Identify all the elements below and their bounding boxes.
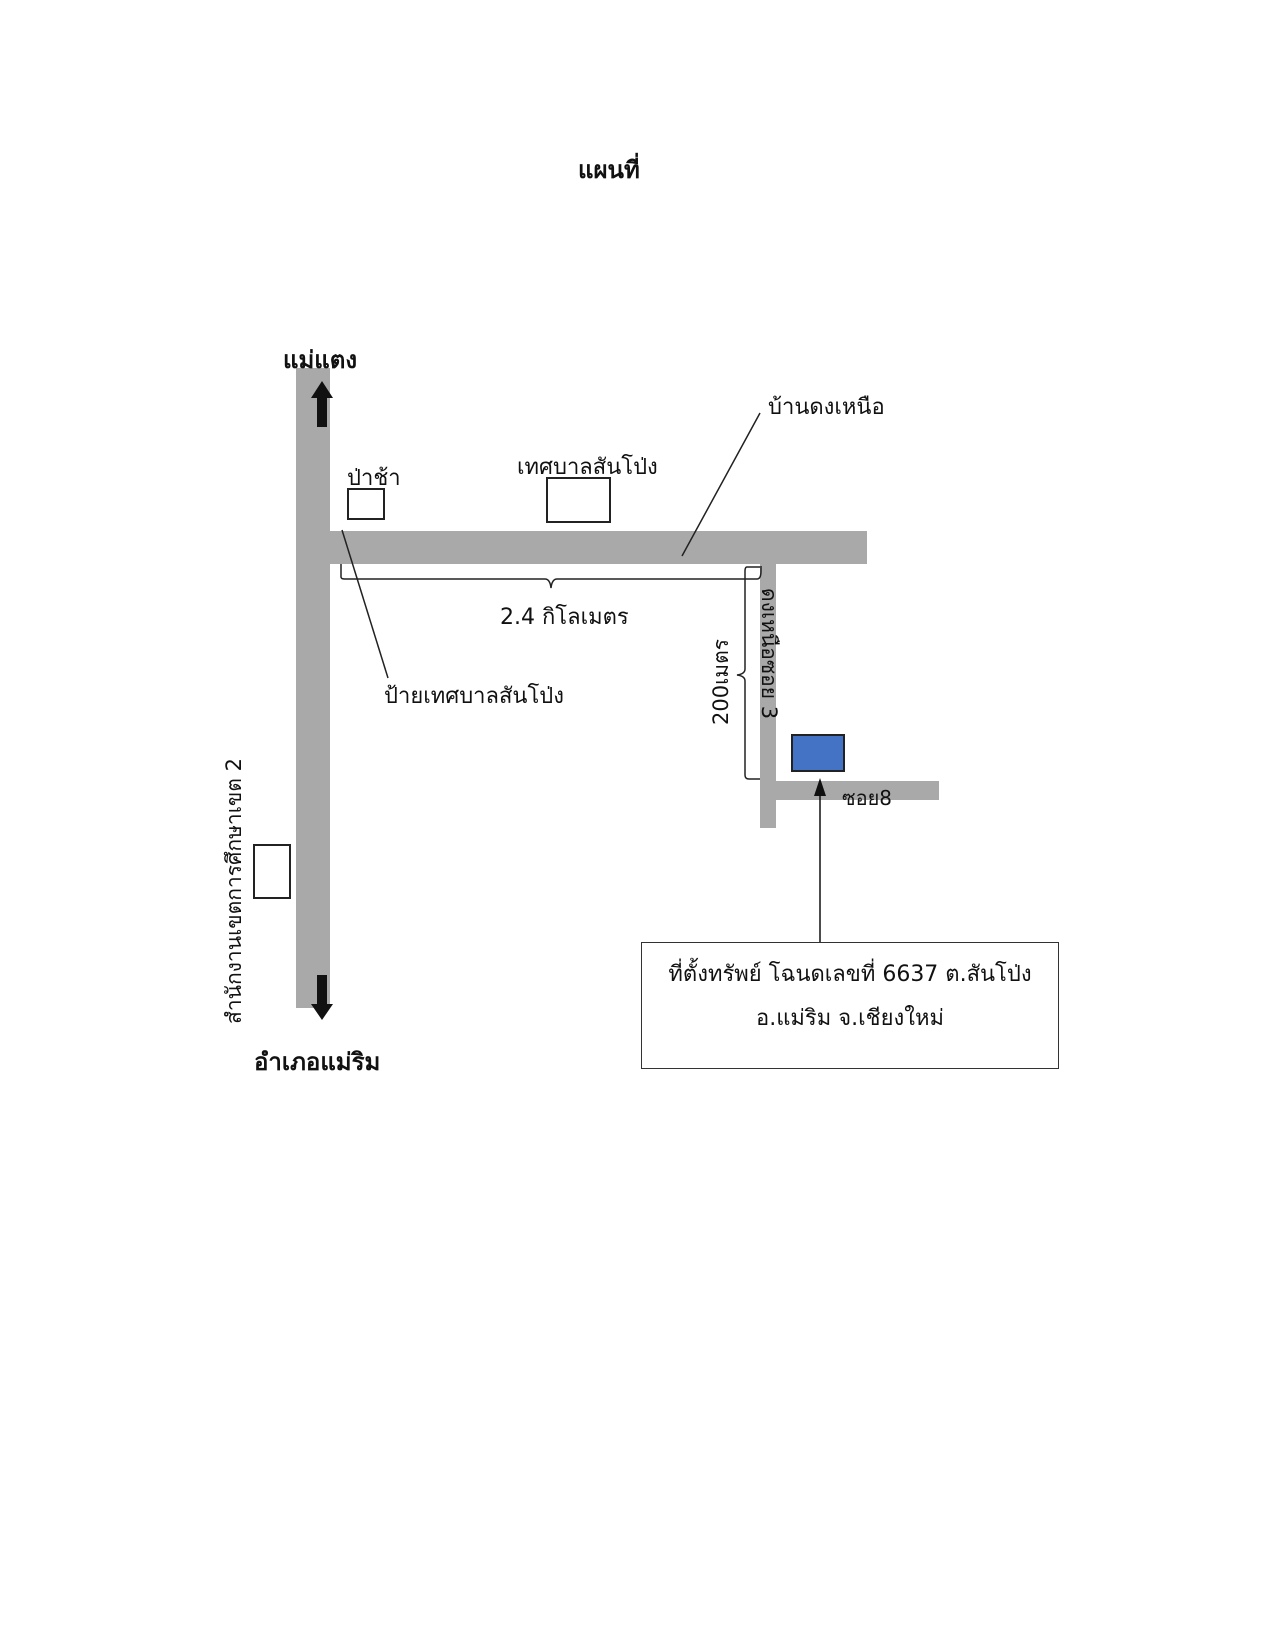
distance-main-label: 2.4 กิโลเมตร — [500, 605, 629, 630]
education-office-box — [253, 844, 291, 899]
village-leader-line — [681, 412, 761, 557]
side-road-label: ดงเหนือซอย 3 — [757, 588, 781, 720]
municipality-label: เทศบาลสันโป่ง — [517, 455, 658, 480]
village-label: บ้านดงเหนือ — [768, 395, 885, 420]
distance-brace-main — [340, 564, 762, 589]
south-destination-label: อำเภอแม่ริม — [254, 1048, 381, 1076]
education-office-label: สำนักงานเขตการศึกษาเขต 2 — [222, 758, 246, 1024]
distance-side-label: 200เมตร — [709, 638, 733, 725]
municipality-box — [546, 477, 611, 523]
property-marker — [791, 734, 845, 772]
map-title: แผนที่ — [578, 156, 640, 184]
north-arrow-icon — [311, 381, 333, 427]
branch-road — [330, 531, 867, 564]
cemetery-box — [347, 488, 385, 520]
callout-line-2: อ.แม่ริม จ.เชียงใหม่ — [756, 1006, 944, 1031]
north-destination-label: แม่แตง — [283, 346, 358, 374]
side-road — [760, 564, 776, 828]
municipality-sign-label: ป้ายเทศบาลสันโป่ง — [384, 684, 564, 709]
soi-label: ซอย8 — [842, 786, 893, 810]
cemetery-label: ป่าช้า — [347, 466, 401, 491]
main-road — [296, 368, 330, 1008]
callout-pointer-arrowhead — [814, 778, 826, 796]
distance-brace-side — [736, 566, 760, 780]
south-arrow-icon — [311, 975, 333, 1020]
property-callout: ที่ตั้งทรัพย์ โฉนดเลขที่ 6637 ต.สันโป่ง … — [641, 942, 1059, 1069]
callout-line-1: ที่ตั้งทรัพย์ โฉนดเลขที่ 6637 ต.สันโป่ง — [668, 962, 1032, 987]
sign-leader-line — [341, 529, 389, 679]
